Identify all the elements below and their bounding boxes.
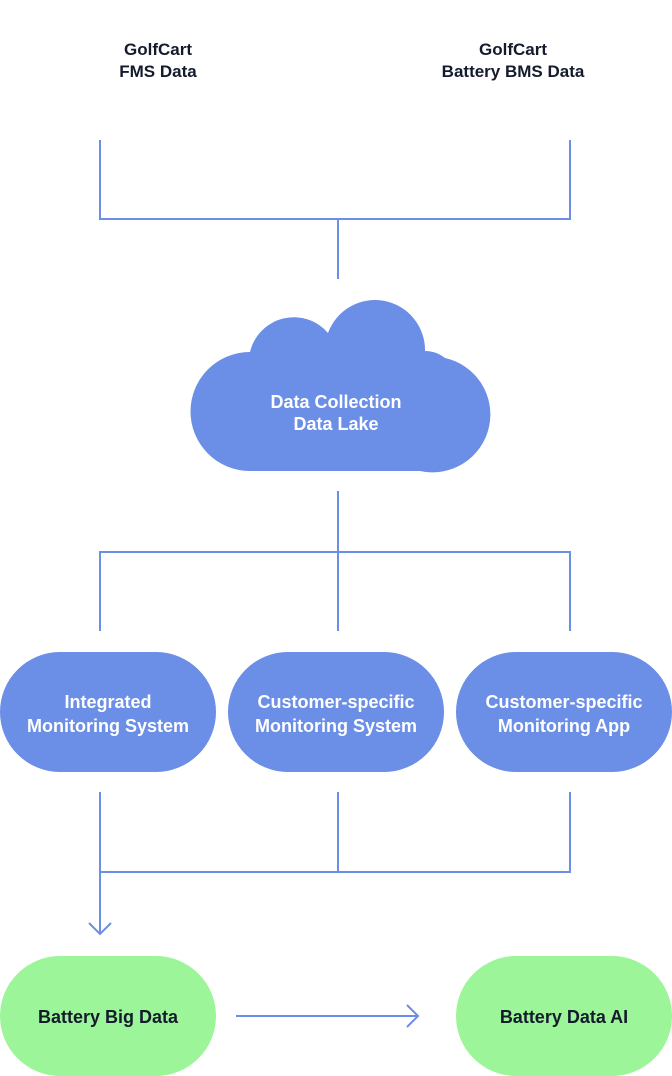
- node-customer-monitoring-system: Customer-specific Monitoring System: [228, 652, 444, 772]
- node-customer-app-line2: Monitoring App: [498, 716, 630, 736]
- node-big-data-label: Battery Big Data: [38, 1007, 179, 1027]
- node-customer-system-shape: [228, 652, 444, 772]
- node-ai-shape: [456, 956, 672, 1076]
- source-bms-line1: GolfCart: [479, 40, 547, 59]
- connector-systems-to-big-data: [88, 792, 571, 936]
- node-ai-label: Battery Data AI: [500, 1007, 628, 1027]
- node-integrated-monitoring-system: Integrated Monitoring System: [0, 652, 216, 772]
- node-integrated-line2: Monitoring System: [27, 716, 189, 736]
- node-battery-big-data: Battery Big Data: [0, 956, 216, 1076]
- cloud-data-lake: Data Collection Data Lake: [190, 300, 491, 473]
- node-customer-monitoring-app: Customer-specific Monitoring App: [456, 652, 672, 772]
- node-integrated-line1: Integrated: [64, 692, 151, 712]
- node-big-data-shape: [0, 956, 216, 1076]
- node-customer-system-line1: Customer-specific: [257, 692, 414, 712]
- node-battery-data-ai: Battery Data AI: [456, 956, 672, 1076]
- arrow-right-icon: [406, 1004, 420, 1028]
- connector-cloud-to-systems: [99, 491, 571, 631]
- source-fms-line1: GolfCart: [124, 40, 192, 59]
- source-bms-line2: Battery BMS Data: [442, 62, 585, 81]
- connector-big-data-to-ai: [236, 1004, 420, 1028]
- source-fms-data: GolfCart FMS Data: [119, 40, 197, 81]
- node-customer-system-line2: Monitoring System: [255, 716, 417, 736]
- cloud-line1: Data Collection: [270, 392, 401, 412]
- cloud-shape: [190, 300, 491, 473]
- source-bms-data: GolfCart Battery BMS Data: [442, 40, 585, 81]
- node-customer-app-shape: [456, 652, 672, 772]
- cloud-line2: Data Lake: [293, 414, 378, 434]
- node-customer-app-line1: Customer-specific: [485, 692, 642, 712]
- source-fms-line2: FMS Data: [119, 62, 197, 81]
- node-integrated-shape: [0, 652, 216, 772]
- arrow-down-icon: [88, 922, 112, 936]
- connector-sources-to-cloud: [99, 140, 571, 279]
